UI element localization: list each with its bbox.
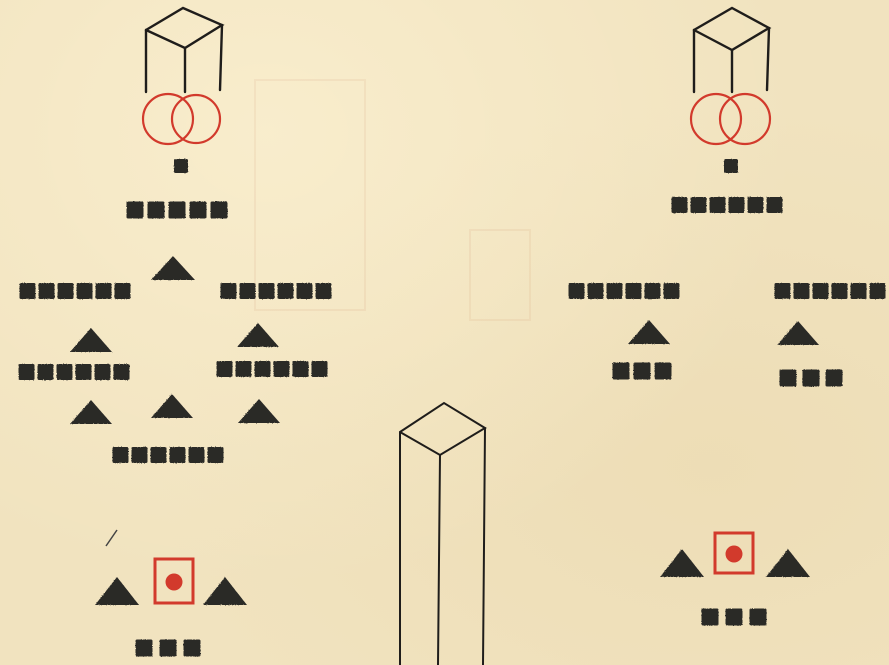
triangle-mark: [151, 256, 195, 280]
square-mark: [259, 283, 275, 299]
square-mark: [127, 202, 144, 219]
square-mark: [38, 364, 54, 380]
square-mark: [58, 283, 74, 299]
square-mark: [826, 370, 843, 387]
square-mark: [870, 283, 886, 299]
square-mark: [613, 363, 630, 380]
cube-icon: [694, 8, 769, 92]
square-mark: [76, 364, 92, 380]
triangle-mark: [238, 399, 280, 423]
triangle-mark: [70, 328, 112, 352]
square-mark: [77, 283, 93, 299]
square-mark: [217, 361, 233, 377]
square-mark: [96, 283, 112, 299]
square-mark: [724, 159, 738, 173]
square-mark: [274, 361, 290, 377]
square-mark: [160, 640, 177, 657]
linked-circles-icon: [143, 94, 220, 144]
square-mark: [115, 283, 131, 299]
square-mark: [726, 609, 743, 626]
square-mark: [710, 197, 726, 213]
square-mark: [132, 447, 148, 463]
square-mark: [588, 283, 604, 299]
square-mark: [316, 283, 332, 299]
square-mark: [293, 361, 309, 377]
square-mark: [113, 447, 129, 463]
square-mark: [664, 283, 680, 299]
ink-stroke-mark: [106, 530, 117, 546]
triangle-mark: [237, 323, 279, 347]
square-mark: [20, 283, 36, 299]
square-mark: [803, 370, 820, 387]
square-mark: [691, 197, 707, 213]
square-mark: [19, 364, 35, 380]
triangle-mark: [203, 577, 247, 605]
square-mark: [221, 283, 237, 299]
square-mark: [748, 197, 764, 213]
square-mark: [607, 283, 623, 299]
cube-icon: [146, 8, 222, 92]
pillar-icon: [400, 403, 485, 665]
square-mark: [208, 447, 224, 463]
triangle-mark: [151, 394, 193, 418]
right-diagram: [691, 8, 770, 144]
square-mark: [240, 283, 256, 299]
square-mark: [794, 283, 810, 299]
triangle-mark: [660, 549, 704, 577]
square-mark: [278, 283, 294, 299]
left-diagram: [143, 8, 222, 144]
square-mark: [634, 363, 651, 380]
square-mark: [750, 609, 767, 626]
square-mark: [729, 197, 745, 213]
square-mark: [672, 197, 688, 213]
square-mark: [174, 159, 188, 173]
square-mark: [767, 197, 783, 213]
triangle-mark: [766, 549, 810, 577]
square-mark: [211, 202, 228, 219]
triangle-mark: [628, 320, 670, 344]
square-mark: [832, 283, 848, 299]
square-mark: [780, 370, 797, 387]
triangle-mark: [70, 400, 112, 424]
square-mark: [169, 202, 186, 219]
square-mark: [851, 283, 867, 299]
square-mark: [297, 283, 313, 299]
triangle-mark: [777, 321, 819, 345]
square-mark: [312, 361, 328, 377]
square-mark: [189, 447, 205, 463]
square-mark: [170, 447, 186, 463]
square-mark: [813, 283, 829, 299]
square-mark: [190, 202, 207, 219]
faint-bleed-through: [255, 80, 530, 320]
square-mark: [136, 640, 153, 657]
linked-circles-icon: [691, 94, 770, 144]
square-mark: [148, 202, 165, 219]
square-mark: [645, 283, 661, 299]
square-mark: [39, 283, 55, 299]
square-mark: [255, 361, 271, 377]
square-mark: [569, 283, 585, 299]
square-mark: [57, 364, 73, 380]
square-mark: [114, 364, 130, 380]
square-mark: [626, 283, 642, 299]
square-mark: [702, 609, 719, 626]
triangle-mark: [95, 577, 139, 605]
square-mark: [151, 447, 167, 463]
square-mark: [655, 363, 672, 380]
red-seal-dot: [726, 546, 743, 563]
square-mark: [95, 364, 111, 380]
square-mark: [236, 361, 252, 377]
square-mark: [184, 640, 201, 657]
red-seal-dot: [166, 574, 183, 591]
square-mark: [775, 283, 791, 299]
